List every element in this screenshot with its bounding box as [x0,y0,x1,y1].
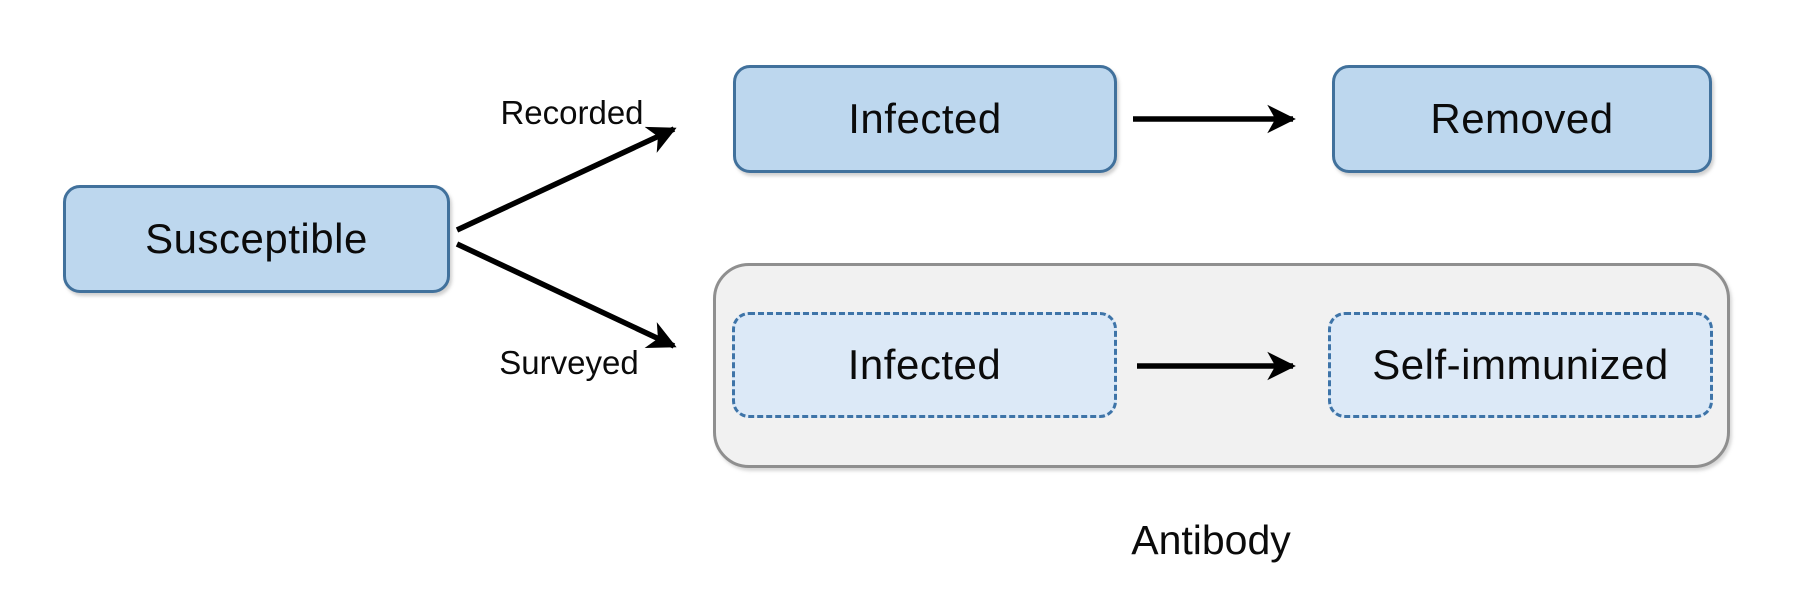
node-infected-recorded-label: Infected [848,95,1002,142]
node-infected-surveyed: Infected [732,312,1117,418]
node-susceptible-label: Susceptible [145,215,368,262]
node-infected-surveyed-label: Infected [847,341,1002,388]
antibody-group-label: Antibody [1131,517,1291,563]
recorded-arrow [455,126,677,233]
node-removed: Removed [1332,65,1712,173]
node-self-immunized: Self-immunized [1328,312,1713,418]
node-infected-recorded: Infected [733,65,1117,173]
node-self-immunized-label: Self-immunized [1372,341,1669,388]
surveyed-arrow [455,241,677,349]
surveyed-edge-label: Surveyed [499,344,639,381]
node-susceptible: Susceptible [63,185,450,293]
recorded-edge-label: Recorded [500,94,644,131]
node-removed-label: Removed [1430,95,1614,142]
